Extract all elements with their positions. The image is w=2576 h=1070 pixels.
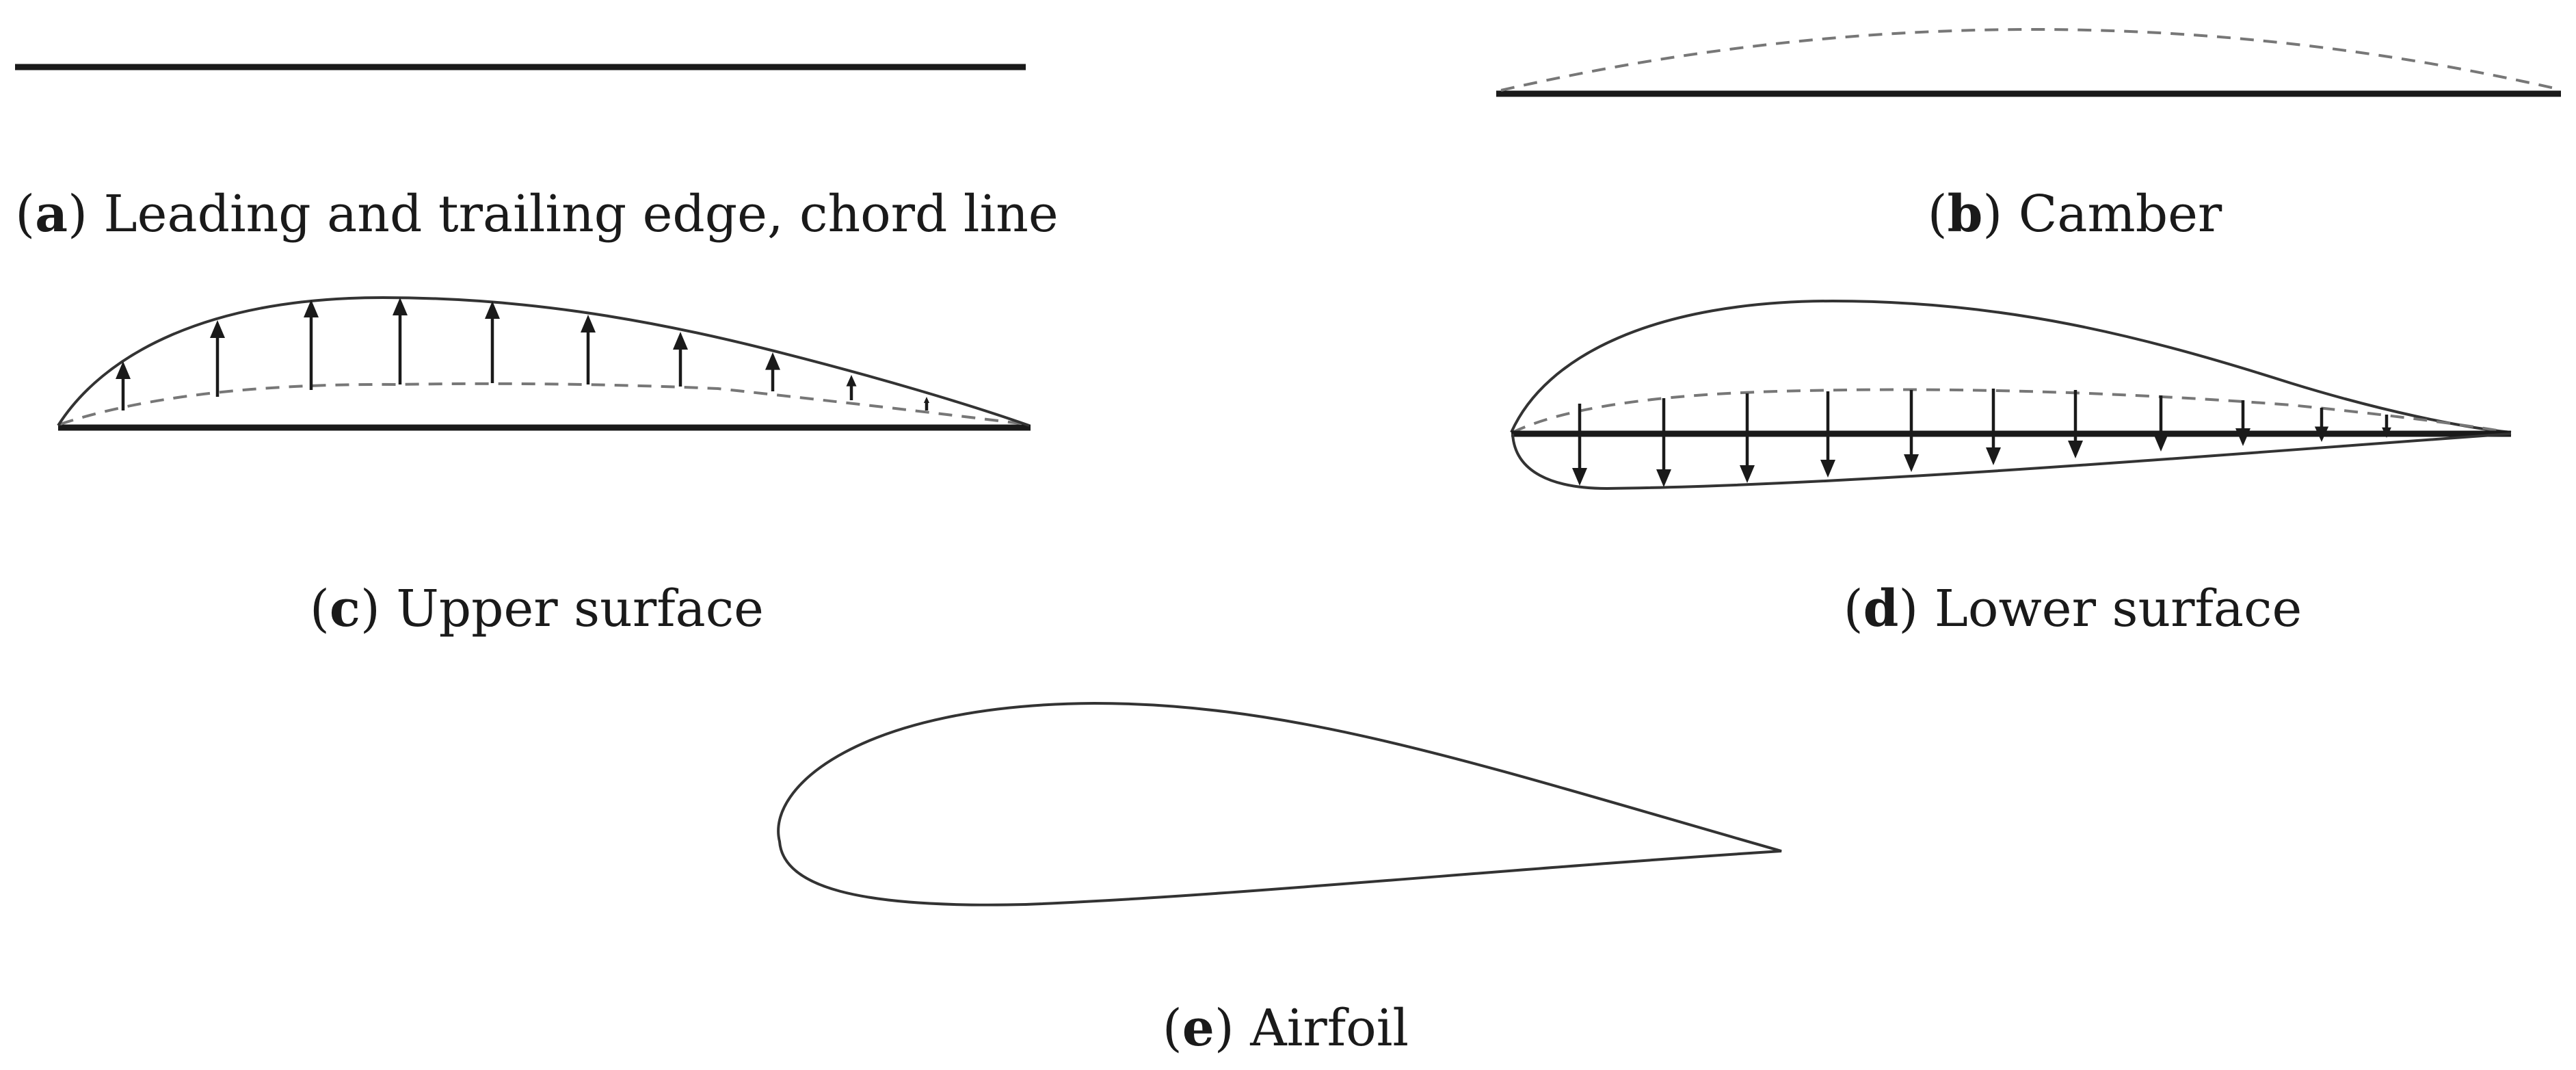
caption-letter: e [1182, 999, 1214, 1058]
downward-arrow [1656, 398, 1671, 487]
camber-line [1500, 28, 2558, 92]
upper-thickness-arrows [116, 298, 930, 410]
caption-letter: a [35, 185, 68, 244]
caption-panel-c: (c) Upper surface [310, 579, 764, 638]
caption-letter: b [1947, 185, 1983, 244]
upward-arrow [304, 300, 319, 390]
upward-arrow [116, 361, 131, 410]
downward-arrow [2153, 395, 2168, 452]
upward-arrow [393, 298, 408, 384]
upper-surface-curve [1510, 299, 2512, 434]
upward-arrow [846, 375, 857, 400]
caption-panel-d: (d) Lower surface [1843, 579, 2302, 638]
caption-panel-a: (a) Leading and trailing edge, chord lin… [15, 185, 1059, 244]
caption-panel-b: (b) Camber [1927, 185, 2222, 244]
downward-arrow [1572, 404, 1587, 486]
upward-arrow [923, 397, 930, 410]
upward-arrow [581, 315, 596, 384]
panel-d-graphic [1510, 299, 2512, 491]
caption-text: Upper surface [396, 579, 764, 638]
upper-surface-curve [57, 296, 1030, 427]
downward-arrow [1740, 393, 1755, 483]
upward-arrow [485, 301, 500, 383]
downward-arrow [2235, 400, 2250, 446]
panel-e-graphic [777, 701, 1782, 906]
caption-text: Leading and trailing edge, chord line [103, 185, 1059, 244]
panel-b-graphic [1496, 28, 2561, 97]
lower-thickness-arrows [1572, 389, 2391, 487]
airfoil-outline [777, 701, 1782, 906]
upward-arrow [673, 332, 688, 387]
camber-line [1512, 388, 2510, 434]
camber-line [59, 382, 1026, 426]
caption-text: Camber [2018, 185, 2222, 244]
caption-letter: d [1863, 579, 1899, 638]
downward-arrow [2314, 408, 2329, 442]
lower-surface-curve [1511, 432, 2512, 491]
downward-arrow [1820, 391, 1835, 478]
caption-letter: c [329, 579, 360, 638]
caption-panel-e: (e) Airfoil [1162, 999, 1409, 1058]
caption-text: Lower surface [1934, 579, 2302, 638]
downward-arrow [1986, 389, 2001, 465]
downward-arrow [1904, 390, 1919, 472]
caption-text: Airfoil [1250, 999, 1409, 1058]
upward-arrow [765, 352, 780, 391]
panel-c-graphic [57, 296, 1031, 431]
upward-arrow [210, 320, 225, 397]
downward-arrow [2382, 415, 2391, 438]
downward-arrow [2068, 390, 2083, 458]
